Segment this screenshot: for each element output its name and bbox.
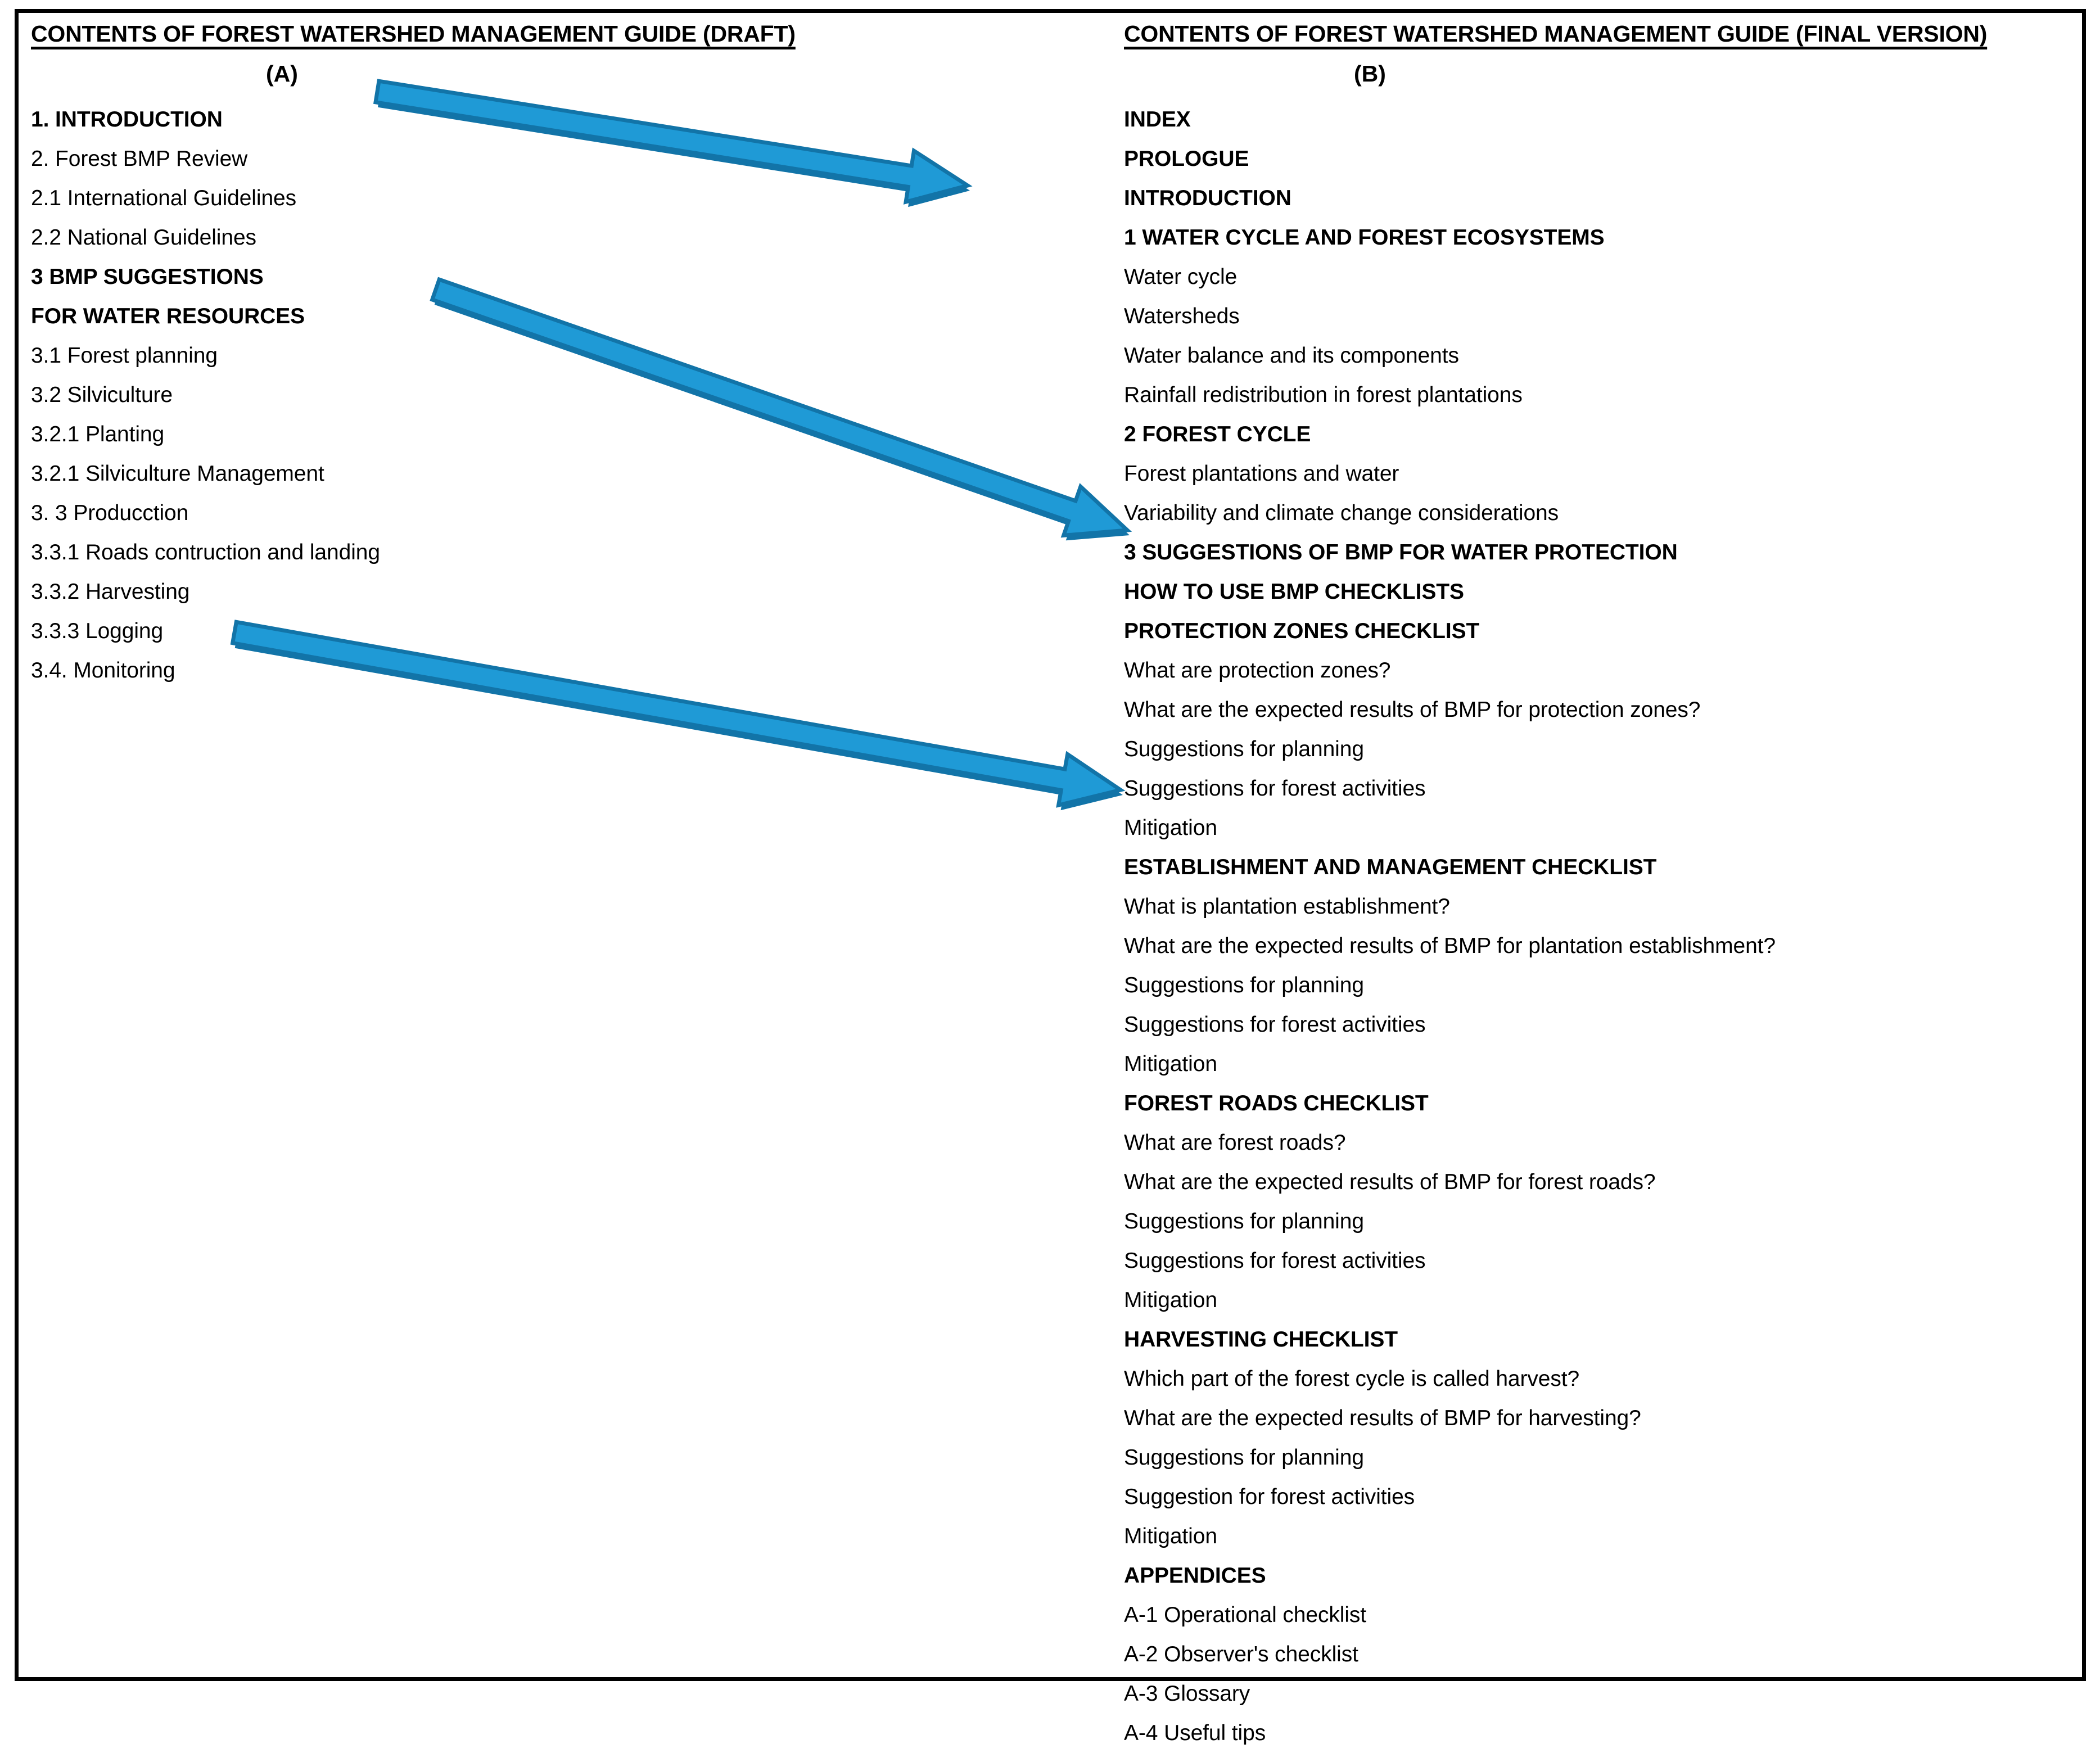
final-toc-list: INDEX PROLOGUE INTRODUCTION 1 WATER CYCLE A… xyxy=(1124,100,1776,1753)
final-toc-item: Mitigation xyxy=(1124,1052,1217,1076)
final-toc-item: What are the expected results of BMP for… xyxy=(1124,934,1776,958)
draft-toc-item: 3.2.1 Planting xyxy=(31,422,165,446)
draft-toc-item: 2.2 National Guidelines xyxy=(31,225,256,250)
draft-toc-item: 3.3.2 Harvesting xyxy=(31,580,190,604)
final-toc-item: Which part of the forest cycle is called… xyxy=(1124,1367,1580,1391)
draft-toc-list: 1. INTRODUCTION 2. Forest BMP Review 2.1 I… xyxy=(31,100,380,690)
final-toc-item: What are the expected results of BMP for… xyxy=(1124,1406,1641,1430)
final-toc-item: Watersheds xyxy=(1124,304,1240,328)
final-toc-item: APPENDICES xyxy=(1124,1564,1266,1588)
final-toc-item: 3 SUGGESTIONS OF BMP FOR WATER PROTECTIO… xyxy=(1124,540,1678,564)
column-a-header: CONTENTS OF FOREST WATERSHED MANAGEMENT … xyxy=(31,21,796,47)
final-toc-item: Rainfall redistribution in forest planta… xyxy=(1124,383,1523,407)
column-b-panel-label: (B) xyxy=(1354,61,1386,87)
final-toc-item: Mitigation xyxy=(1124,1524,1217,1548)
diagram-frame: CONTENTS OF FOREST WATERSHED MANAGEMENT … xyxy=(15,9,2086,1745)
draft-toc-item: 2.1 International Guidelines xyxy=(31,186,297,210)
draft-toc-item: 3.3.1 Roads contruction and landing xyxy=(31,540,380,564)
final-toc-item: Suggestions for planning xyxy=(1124,737,1364,761)
draft-toc-item: 3 BMP SUGGESTIONS xyxy=(31,265,264,289)
final-toc-item: Water cycle xyxy=(1124,265,1238,289)
final-toc-item: Suggestions for planning xyxy=(1124,973,1364,997)
arrow-introduction-to-index xyxy=(373,79,973,207)
column-a-panel-label: (A) xyxy=(266,61,298,87)
final-toc-item: Suggestions for planning xyxy=(1124,1209,1364,1234)
final-toc-item: A-3 Glossary xyxy=(1124,1682,1250,1706)
draft-toc-item: 3. 3 Producction xyxy=(31,501,189,525)
draft-toc-item: 3.3.3 Logging xyxy=(31,619,164,643)
draft-toc-item: 3.4. Monitoring xyxy=(31,658,175,683)
final-toc-item: A-1 Operational checklist xyxy=(1124,1603,1367,1627)
final-toc-item: A-4 Useful tips xyxy=(1124,1721,1266,1745)
draft-toc-item: 1. INTRODUCTION xyxy=(31,107,223,132)
final-toc-item: Suggestions for forest activities xyxy=(1124,776,1426,801)
final-toc-item: Water balance and its components xyxy=(1124,344,1459,368)
final-toc-item: INDEX xyxy=(1124,107,1191,132)
draft-toc-item: 3.2 Silviculture xyxy=(31,383,173,407)
draft-toc-item: FOR WATER RESOURCES xyxy=(31,304,305,328)
final-toc-item: What are forest roads? xyxy=(1124,1131,1346,1155)
final-toc-item: HOW TO USE BMP CHECKLISTS xyxy=(1124,580,1464,604)
final-toc-item: What are the expected results of BMP for… xyxy=(1124,698,1701,722)
final-toc-item: A-2 Observer's checklist xyxy=(1124,1642,1358,1666)
final-toc-item: Suggestions for forest activities xyxy=(1124,1249,1426,1273)
final-toc-item: HARVESTING CHECKLIST xyxy=(1124,1327,1398,1352)
final-toc-item: Mitigation xyxy=(1124,1288,1217,1312)
column-b-header: CONTENTS OF FOREST WATERSHED MANAGEMENT … xyxy=(1124,21,1988,47)
final-toc-item: Mitigation xyxy=(1124,816,1217,840)
final-toc-item: PROLOGUE xyxy=(1124,147,1249,171)
final-toc-item: What are the expected results of BMP for… xyxy=(1124,1170,1656,1194)
final-toc-item: What are protection zones? xyxy=(1124,658,1391,683)
final-toc-item: What is plantation establishment? xyxy=(1124,894,1450,919)
final-toc-item: Forest plantations and water xyxy=(1124,462,1399,486)
final-toc-item: PROTECTION ZONES CHECKLIST xyxy=(1124,619,1480,643)
final-toc-item: ESTABLISHMENT AND MANAGEMENT CHECKLIST xyxy=(1124,855,1657,879)
draft-toc-item: 2. Forest BMP Review xyxy=(31,147,248,171)
draft-toc-item: 3.1 Forest planning xyxy=(31,344,218,368)
final-toc-item: Suggestions for forest activities xyxy=(1124,1013,1426,1037)
final-toc-item: 1 WATER CYCLE AND FOREST ECOSYSTEMS xyxy=(1124,225,1605,250)
final-toc-item: Suggestion for forest activities xyxy=(1124,1485,1415,1509)
final-toc-item: 2 FOREST CYCLE xyxy=(1124,422,1311,446)
final-toc-item: INTRODUCTION xyxy=(1124,186,1291,210)
final-toc-item: Suggestions for planning xyxy=(1124,1445,1364,1470)
draft-toc-item: 3.2.1 Silviculture Management xyxy=(31,462,324,486)
arrow-bmp-suggestions-to-forest-cycle xyxy=(430,277,1132,541)
final-toc-item: Variability and climate change considera… xyxy=(1124,501,1559,525)
final-toc-item: FOREST ROADS CHECKLIST xyxy=(1124,1091,1429,1115)
